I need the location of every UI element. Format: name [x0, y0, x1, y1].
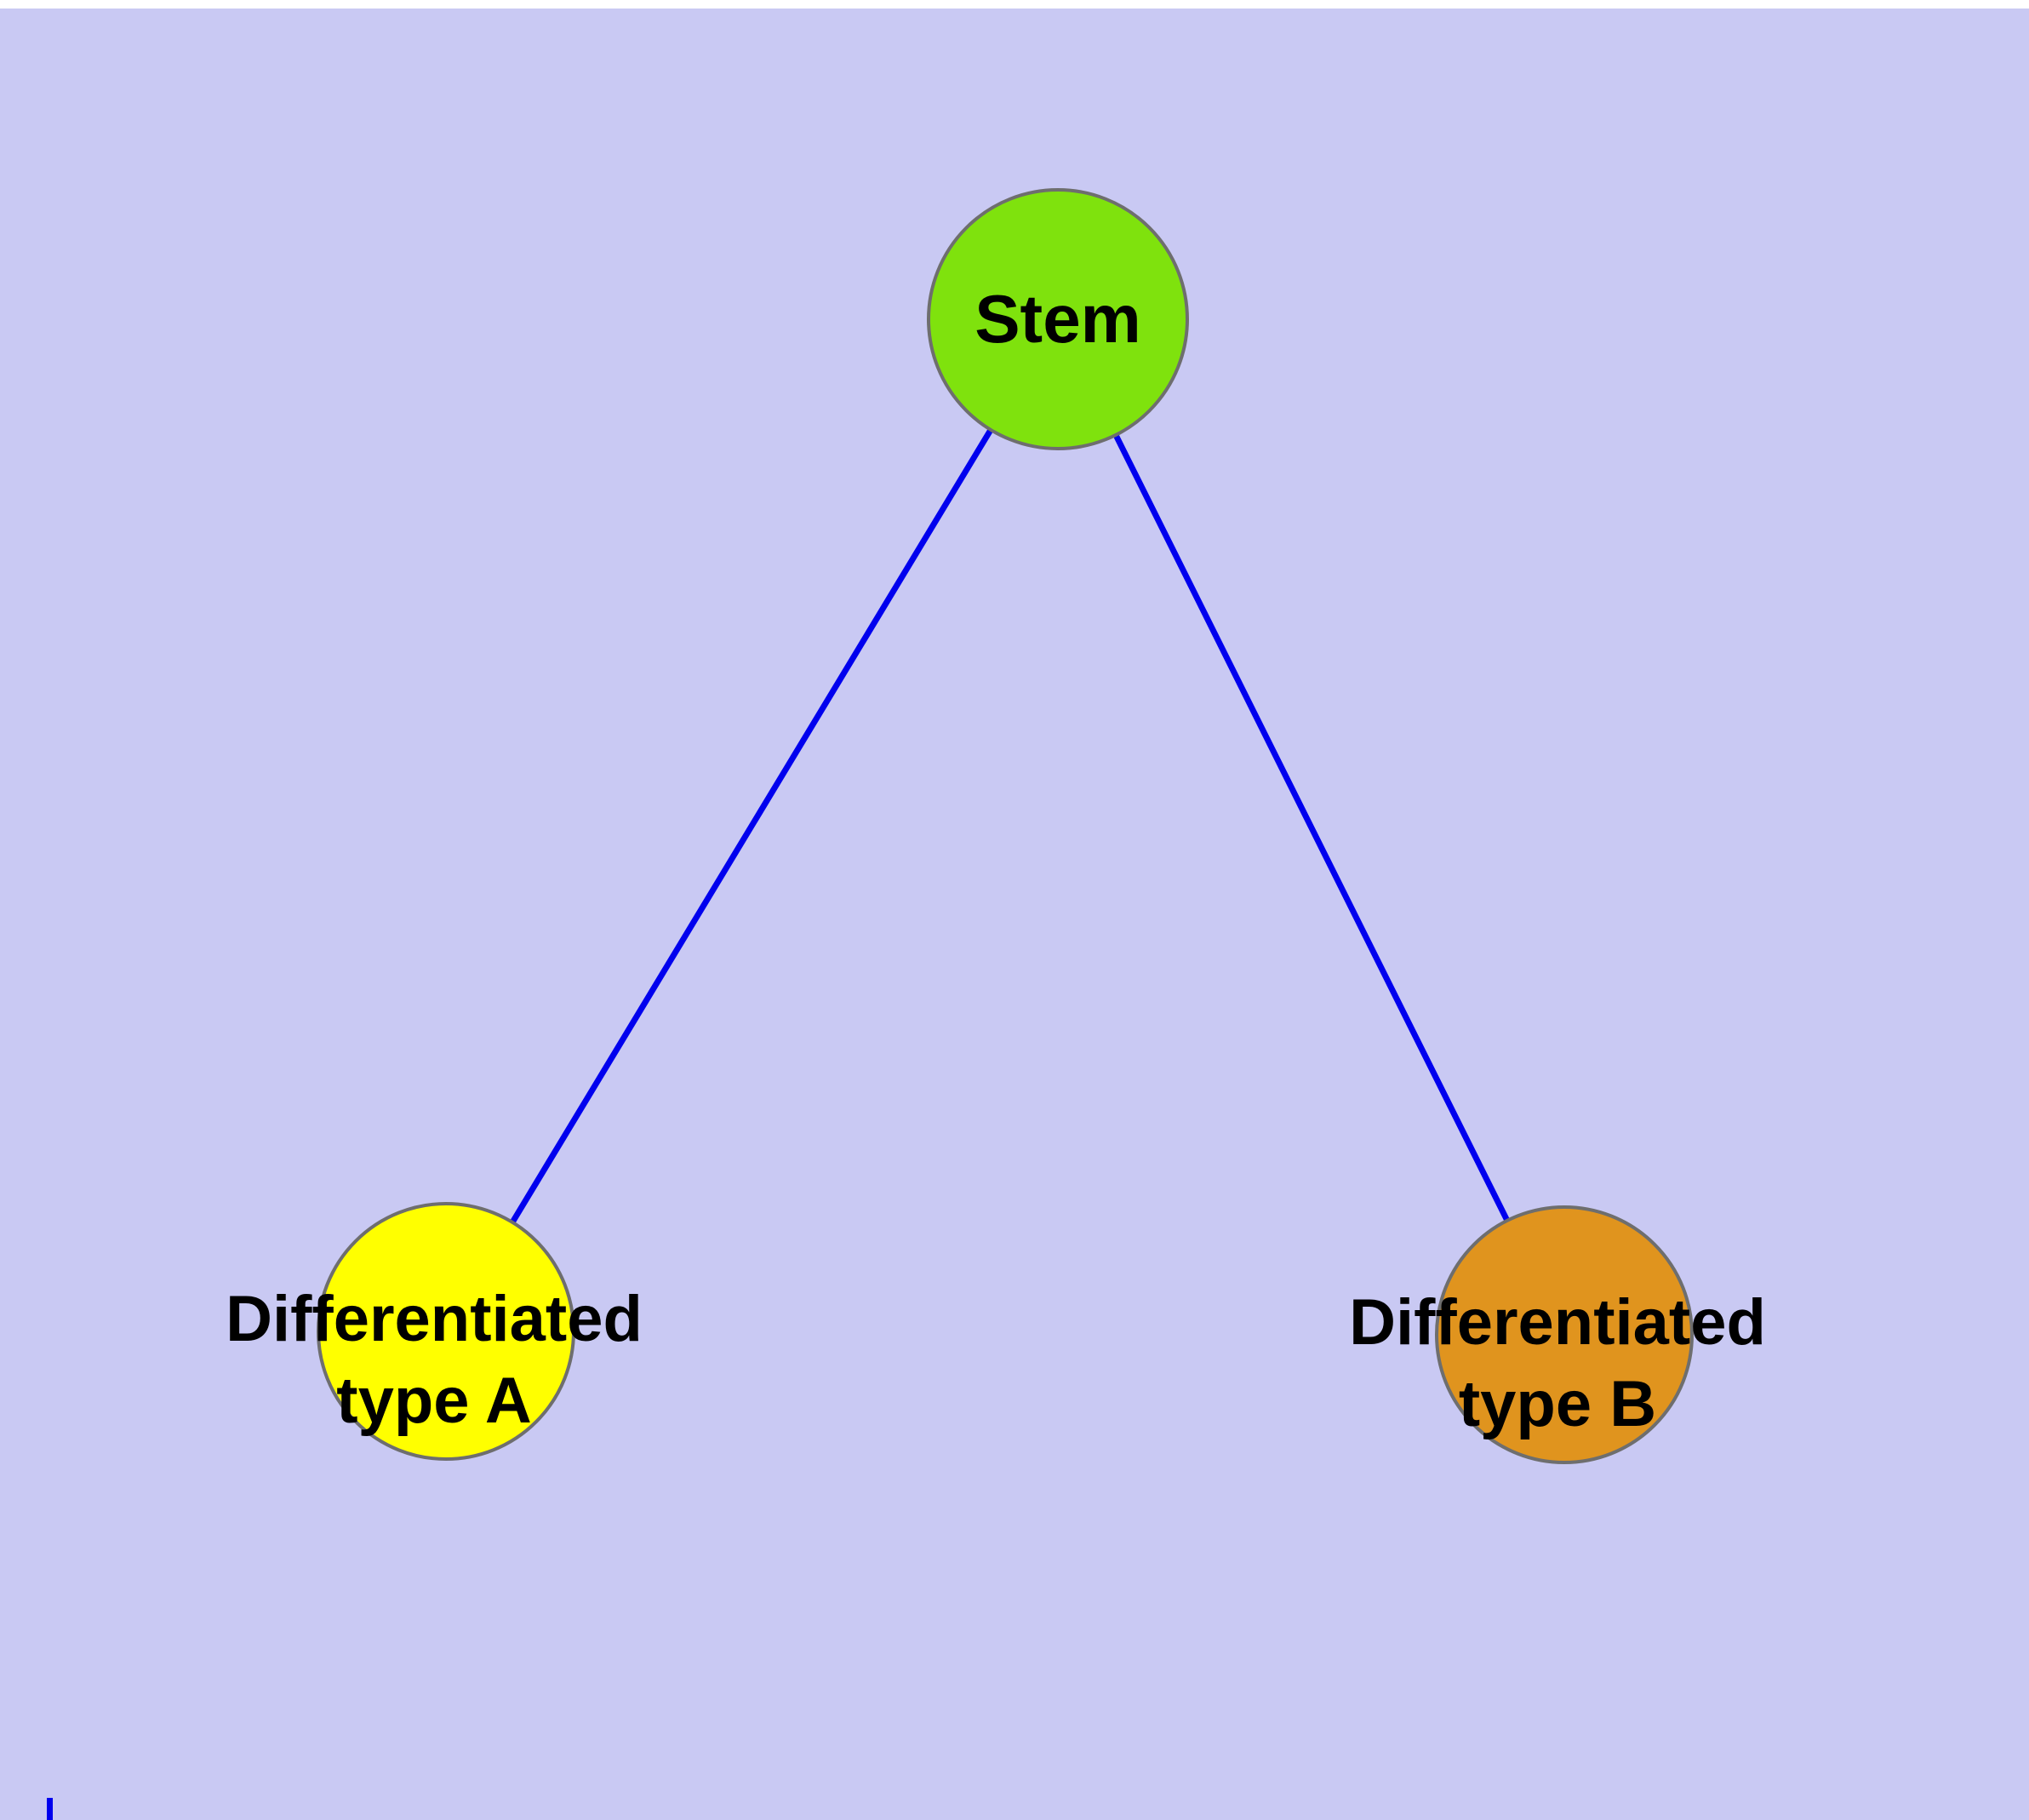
node-label-differentiated-type-b: Differentiated type B [1349, 1286, 1766, 1440]
edge-stem-to-type-b [1112, 432, 1511, 1224]
node-label-differentiated-type-a: Differentiated type A [226, 1283, 643, 1437]
node-label-stem: Stem [974, 281, 1141, 357]
top-margin-strip [0, 0, 2029, 9]
node-differentiated-type-a [317, 1202, 575, 1461]
node-stem [927, 188, 1189, 450]
stray-blue-mark [47, 1798, 53, 1820]
edge-stem-to-type-a [509, 426, 994, 1226]
node-differentiated-type-b [1435, 1205, 1694, 1464]
